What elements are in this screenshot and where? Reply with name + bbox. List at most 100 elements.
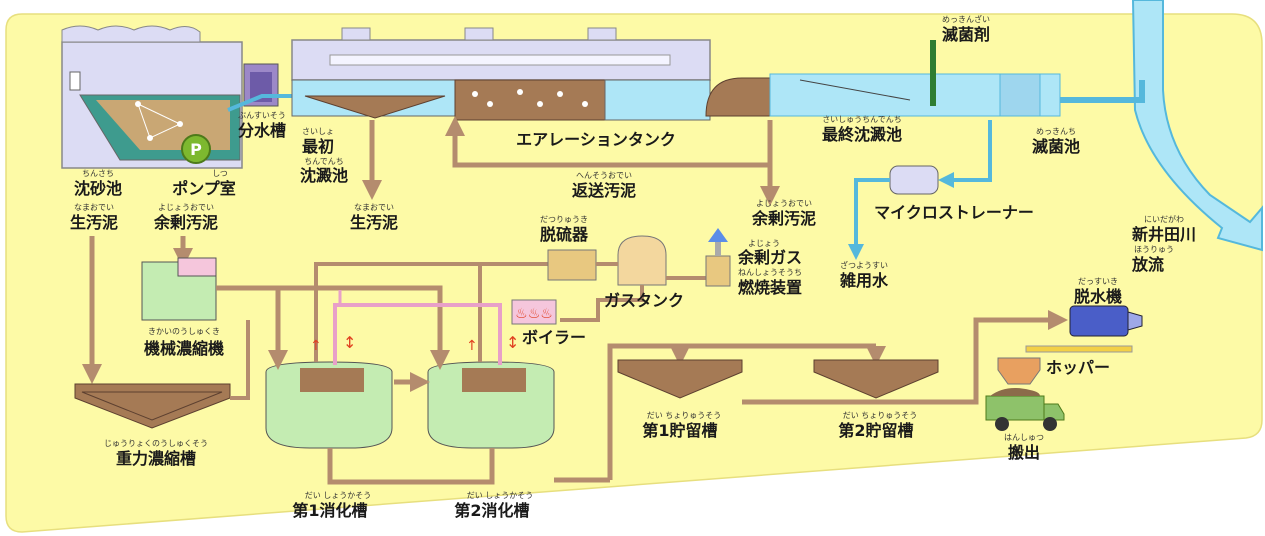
dewatering-machine xyxy=(1069,305,1143,337)
excess-gas-ruby: よじょう xyxy=(748,239,780,248)
boiler-box xyxy=(511,299,557,325)
primary-settling-label-2: 沈澱池 xyxy=(300,166,348,185)
discharge-label: 放流 xyxy=(1131,255,1164,274)
main-treatment-building xyxy=(291,27,711,121)
digester-outlet-pipe xyxy=(327,448,495,485)
aeration-tank-label: エアレーションタンク xyxy=(516,130,676,149)
river xyxy=(1131,0,1263,252)
storage-1-label: 第1貯留槽 xyxy=(642,421,717,440)
desulfurizer-ruby: だつりゅうき xyxy=(540,215,588,224)
excess-gas-label: 余剰ガス xyxy=(737,248,802,267)
outfall-pipe xyxy=(1060,80,1145,103)
dewatering-feed-pipe xyxy=(742,310,1068,405)
misc-water-ruby: ざつようすい xyxy=(840,260,888,270)
heat-updown-arrow-1: ↕ xyxy=(343,333,356,352)
return-sludge-ruby: へんそうおでい xyxy=(576,171,632,180)
distribution-tank-label: 分水槽 xyxy=(238,121,286,140)
pump-symbol: P xyxy=(190,140,202,159)
boiler-label: ボイラー xyxy=(522,328,586,347)
storage-tank-2 xyxy=(813,359,939,399)
heat-up-arrow-1: ↑ xyxy=(310,338,322,354)
primary-settling-label-1: 最初 xyxy=(302,137,334,156)
dewatering-ruby: だっすいき xyxy=(1078,277,1118,286)
pump-icon xyxy=(181,134,211,164)
return-sludge-pipe xyxy=(445,116,773,168)
misc-water-label: 雑用水 xyxy=(839,271,889,290)
combustor-box xyxy=(705,255,731,287)
digester-1 xyxy=(265,361,393,449)
thickener-outlet-pipe xyxy=(230,320,250,400)
hopper-rail xyxy=(1025,345,1133,353)
gas-to-boiler xyxy=(560,285,644,322)
excess-sludge-right-ruby: よじょうおでい xyxy=(756,199,812,208)
distribution-tank-ruby: ぶんすいそう xyxy=(238,111,286,120)
gas-tank-label: ガスタンク xyxy=(604,291,684,310)
storage-2-label: 第2貯留槽 xyxy=(838,421,913,440)
pump-room-label: ポンプ室 xyxy=(172,179,236,198)
raw-sludge-center-label: 生汚泥 xyxy=(350,213,398,232)
microstrainer-outflow xyxy=(848,178,890,260)
desulfurizer-box xyxy=(547,249,597,281)
desulfurizer-label: 脱硫器 xyxy=(540,225,589,244)
digester-2-ruby: だい しょうかそう xyxy=(467,491,534,500)
microstrainer-drum xyxy=(889,165,939,195)
hopper-funnel xyxy=(997,357,1041,385)
digester-1-ruby: だい しょうかそう xyxy=(305,491,372,500)
truck-icon xyxy=(985,388,1065,431)
storage-tank-1 xyxy=(617,359,743,399)
flame-icon xyxy=(708,228,728,242)
grit-chamber-ruby: ちんさち xyxy=(82,169,114,178)
heat-updown-arrow-2: ↕ xyxy=(506,333,519,352)
gravity-thickener-ruby: じゅうりょくのうしゅくそう xyxy=(104,439,208,448)
gas-tank-shape xyxy=(617,235,667,286)
disinfectant-label: 滅菌剤 xyxy=(942,25,990,44)
combustor-label: 燃焼装置 xyxy=(738,278,802,297)
boiler-flame-icon: ♨♨♨ xyxy=(515,306,553,322)
raw-sludge-left-ruby: なまおでい xyxy=(74,203,114,212)
transport-label: 搬出 xyxy=(1008,443,1040,462)
excess-sludge-right-label: 余剰汚泥 xyxy=(751,209,816,228)
return-sludge-label: 返送汚泥 xyxy=(572,181,636,200)
heating-pipe-1 xyxy=(333,303,502,365)
gas-pipe-1 xyxy=(314,262,548,362)
digester-2-label: 第2消化槽 xyxy=(454,501,529,520)
grit-chamber-label: 沈砂池 xyxy=(74,179,122,198)
combustor-stack xyxy=(715,242,721,256)
river-name-ruby: にいだがわ xyxy=(1144,214,1184,224)
dewatering-label: 脱水機 xyxy=(1074,287,1122,306)
excess-sludge-left-ruby: よじょうおでい xyxy=(158,203,214,212)
digester-2 xyxy=(427,361,555,449)
gravity-thickener-label: 重力濃縮槽 xyxy=(116,449,196,468)
disinfection-tank-label: 滅菌池 xyxy=(1032,137,1080,156)
raw-sludge-center-ruby: なまおでい xyxy=(354,203,394,212)
primary-settling-ruby-2: ちんでんち xyxy=(304,157,344,166)
final-settling-ruby: さいしゅうちんでんち xyxy=(822,115,902,124)
transport-ruby: はんしゅつ xyxy=(1004,433,1044,442)
storage-1-ruby: だい ちょりゅうそう xyxy=(647,411,722,420)
final-settling-label: 最終沈澱池 xyxy=(822,125,902,144)
grit-chamber-building xyxy=(61,25,243,169)
discharge-ruby: ほうりゅう xyxy=(1134,245,1174,254)
mech-thickener-label: 機械濃縮機 xyxy=(144,339,224,358)
storage-2-ruby: だい ちょりゅうそう xyxy=(843,411,918,420)
disinfectant-post xyxy=(930,40,936,106)
digester-1-label: 第1消化槽 xyxy=(292,501,367,520)
gravity-thickener xyxy=(74,383,231,429)
microstrainer-label: マイクロストレーナー xyxy=(874,203,1034,222)
storage-feed-pipe xyxy=(607,343,876,480)
disinfection-tank-ruby: めっきんち xyxy=(1036,127,1076,136)
river-name-label: 新井田川 xyxy=(1132,225,1196,244)
mech-thickener-ruby: きかいのうしゅくき xyxy=(148,327,220,336)
microstrainer-inflow xyxy=(938,120,992,188)
primary-settling-ruby-1: さいしょ xyxy=(302,127,334,136)
disinfectant-ruby: めっきんざい xyxy=(942,14,990,24)
raw-sludge-left-label: 生汚泥 xyxy=(70,213,118,232)
excess-sludge-left-label: 余剰汚泥 xyxy=(153,213,218,232)
heat-up-arrow-2: ↑ xyxy=(466,338,478,354)
influent-pipe xyxy=(227,94,300,112)
hopper-label: ホッパー xyxy=(1046,358,1110,377)
combustor-ruby: ねんしょうそうち xyxy=(738,268,802,277)
sludge-pipe-main xyxy=(216,285,450,370)
